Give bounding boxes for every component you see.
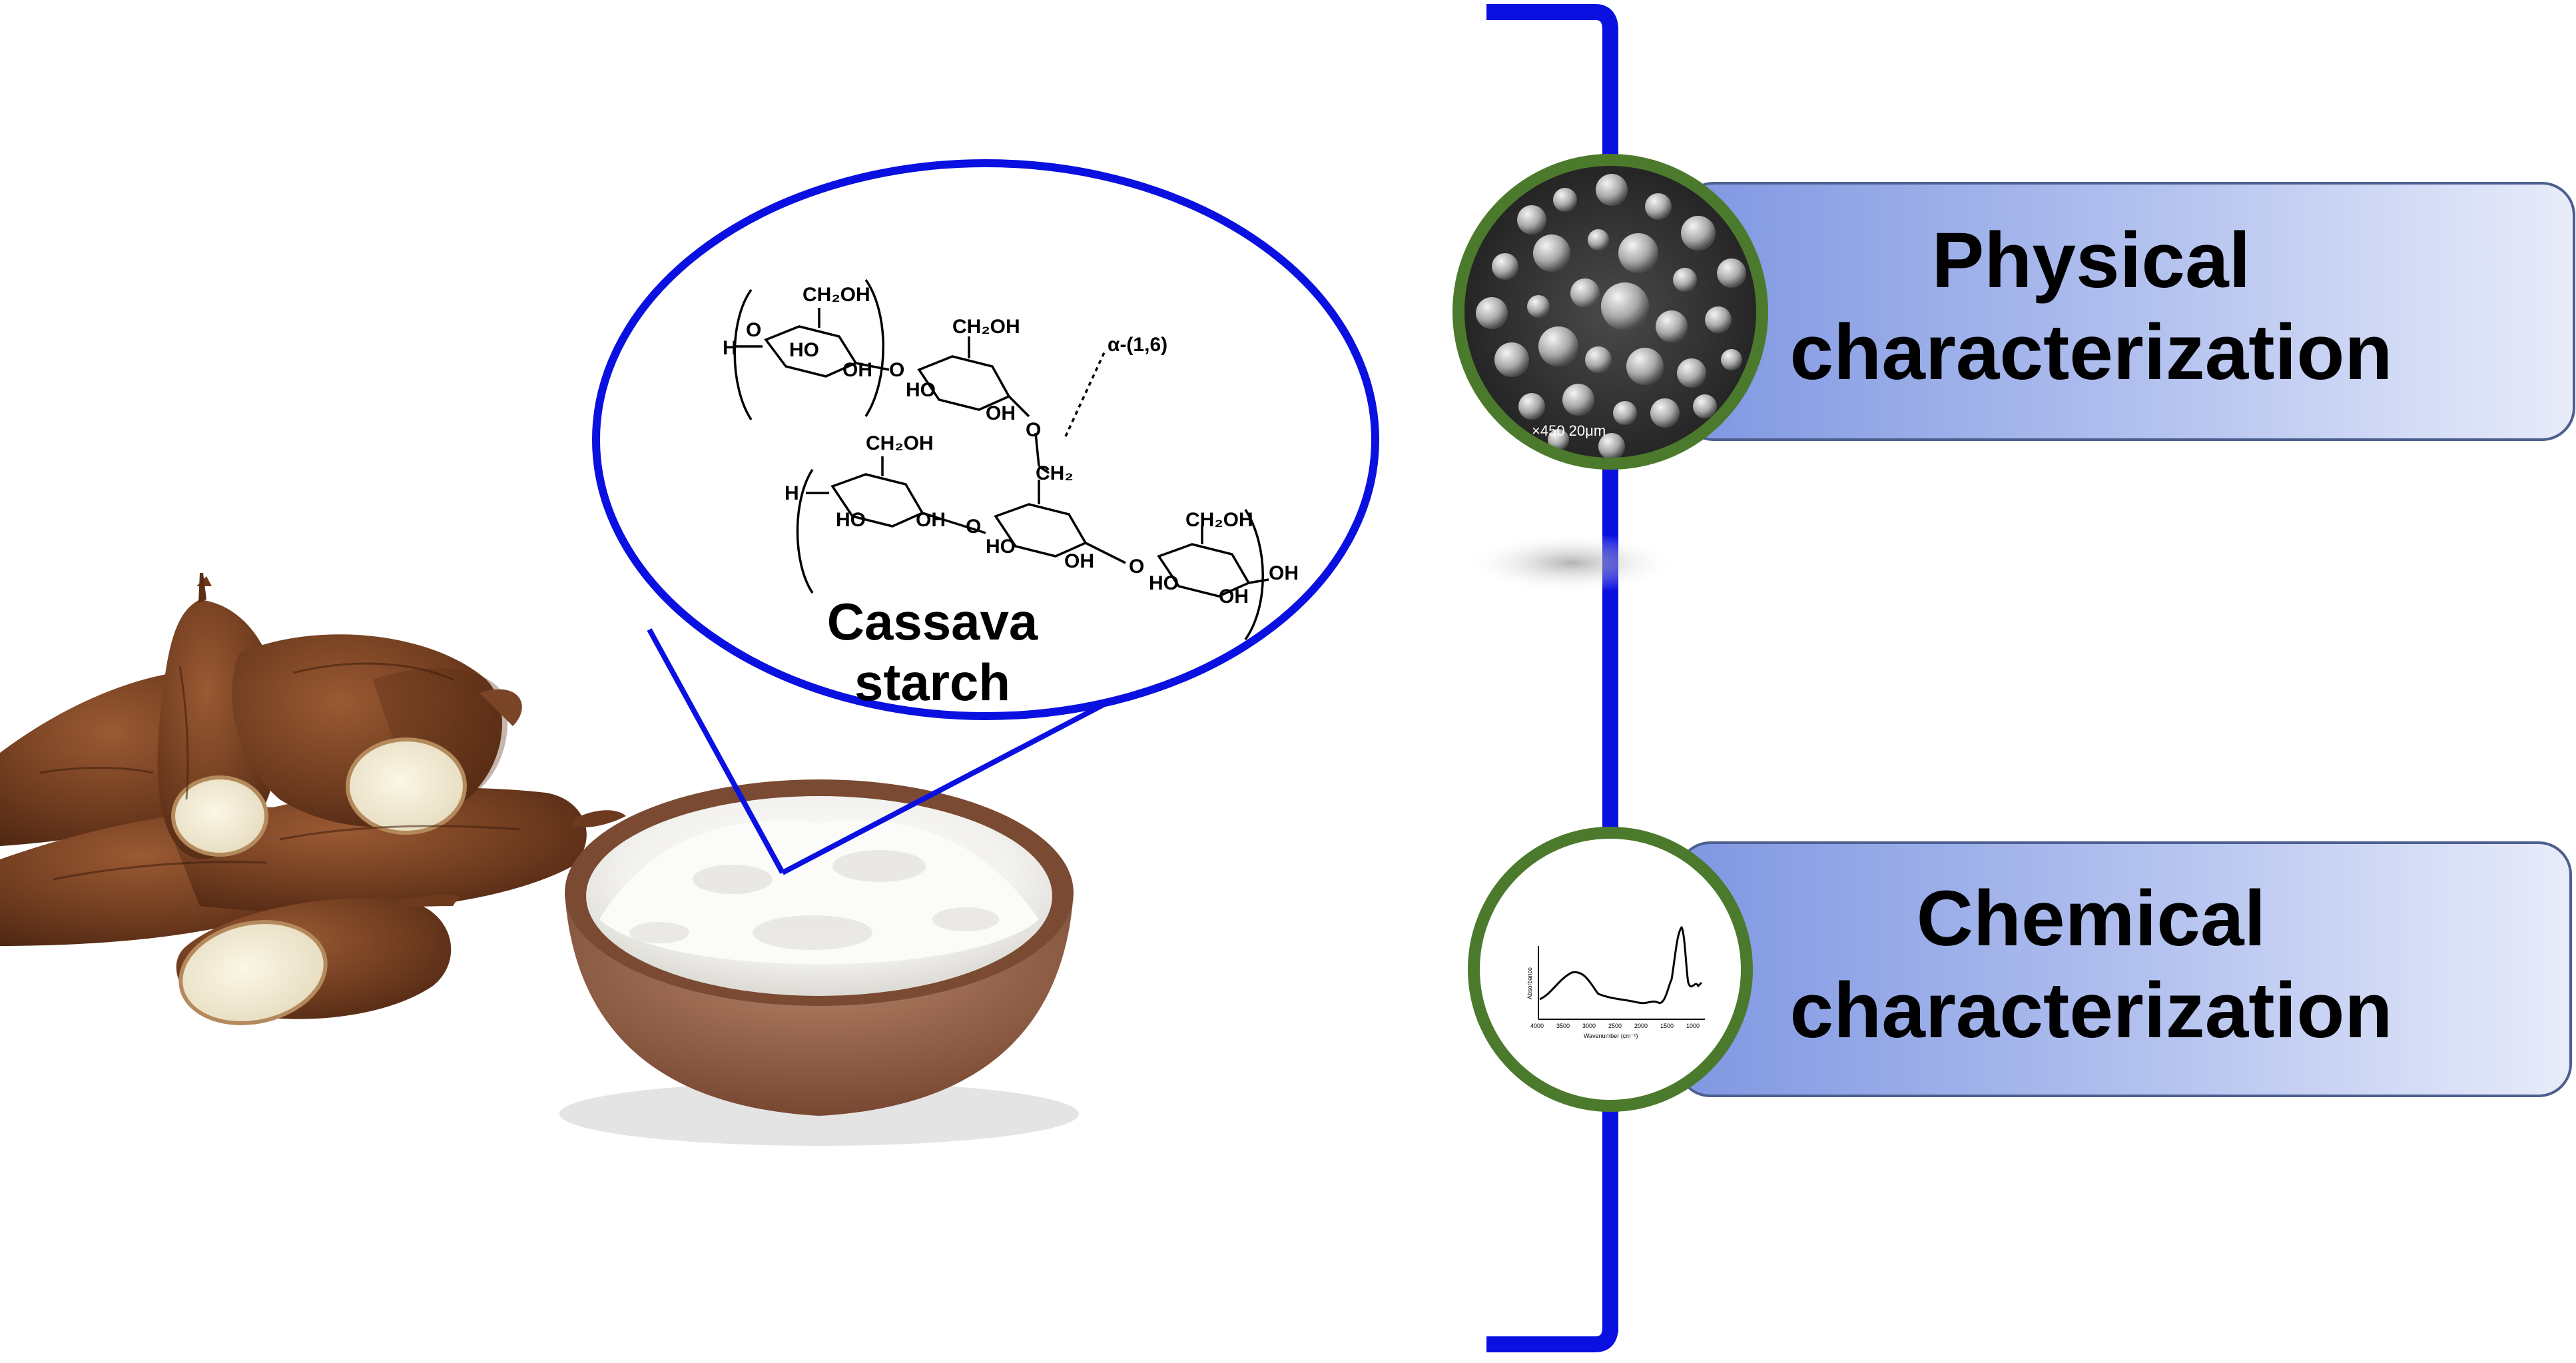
label-o-2: O bbox=[889, 359, 904, 381]
chemical-label-line1: Chemical bbox=[1916, 875, 2266, 963]
physical-label-line2: characterization bbox=[1789, 308, 2393, 397]
inset-title: Cassava starch bbox=[826, 592, 1038, 711]
label-ho-1: HO bbox=[789, 339, 819, 361]
label-ho-4: HO bbox=[986, 536, 1016, 558]
ftir-tick-5: 1500 bbox=[1660, 1023, 1674, 1029]
label-ho-2: HO bbox=[906, 379, 936, 401]
label-ho-5: HO bbox=[1149, 572, 1179, 594]
chemical-panel: Absorbance Wavenumber (cm⁻¹) 4000 3500 3… bbox=[1468, 827, 2572, 1112]
label-o-5: O bbox=[1129, 556, 1144, 578]
ftir-tick-3: 2500 bbox=[1608, 1023, 1622, 1029]
label-oh-1: OH bbox=[842, 359, 872, 381]
label-h-2: H bbox=[785, 482, 799, 504]
label-oh-2: OH bbox=[986, 402, 1016, 424]
label-o-1: O bbox=[746, 319, 761, 341]
starch-structure bbox=[733, 278, 1269, 641]
starch-inset-ellipse bbox=[592, 159, 1379, 720]
label-oh-5: OH bbox=[1219, 586, 1249, 608]
label-ho-3: HO bbox=[836, 509, 866, 531]
sem-micrograph: ×450 20μm bbox=[1464, 165, 1757, 458]
sem-scale: ×450 20μm bbox=[1532, 422, 1606, 439]
ftir-tick-0: 4000 bbox=[1530, 1023, 1544, 1029]
chemical-characterization-label: Chemical characterization bbox=[1705, 873, 2477, 1057]
cassava-roots bbox=[0, 573, 626, 1025]
ftir-spectrum: Absorbance Wavenumber (cm⁻¹) 4000 3500 3… bbox=[1526, 925, 1705, 1039]
label-h: H bbox=[723, 337, 737, 359]
zoom-callout bbox=[592, 159, 1379, 875]
ftir-ylabel: Absorbance bbox=[1526, 967, 1533, 999]
panel-shadow bbox=[1465, 533, 1678, 593]
ftir-tick-1: 3500 bbox=[1556, 1023, 1570, 1029]
label-oh-3: OH bbox=[916, 509, 946, 531]
ftir-tick-6: 1000 bbox=[1686, 1023, 1700, 1029]
physical-label-line1: Physical bbox=[1931, 217, 2251, 304]
ftir-tick-2: 3000 bbox=[1582, 1023, 1596, 1029]
label-o-3: O bbox=[1026, 419, 1041, 441]
label-ch2oh-4: CH₂OH bbox=[1185, 509, 1253, 531]
label-bond: α-(1,6) bbox=[1108, 334, 1167, 356]
ftir-tick-4: 2000 bbox=[1634, 1023, 1648, 1029]
label-oh-4: OH bbox=[1064, 550, 1094, 572]
ftir-xlabel: Wavenumber (cm⁻¹) bbox=[1584, 1033, 1638, 1039]
starch-bowl bbox=[559, 779, 1079, 1146]
label-ch2oh-2: CH₂OH bbox=[952, 316, 1020, 338]
label-o-4: O bbox=[966, 516, 981, 538]
physical-characterization-label: Physical characterization bbox=[1705, 215, 2477, 398]
label-ch2oh-1: CH₂OH bbox=[803, 284, 870, 306]
structure-labels: H O CH₂OH HO OH O CH₂OH HO OH α-(1,6) O … bbox=[723, 284, 1299, 608]
chemical-label-line2: characterization bbox=[1789, 967, 2393, 1055]
label-ch2oh-3: CH₂OH bbox=[866, 432, 934, 454]
label-oh-6: OH bbox=[1269, 562, 1299, 584]
label-ch2: CH₂ bbox=[1036, 462, 1074, 484]
physical-panel: ×450 20μm bbox=[1452, 154, 2575, 470]
